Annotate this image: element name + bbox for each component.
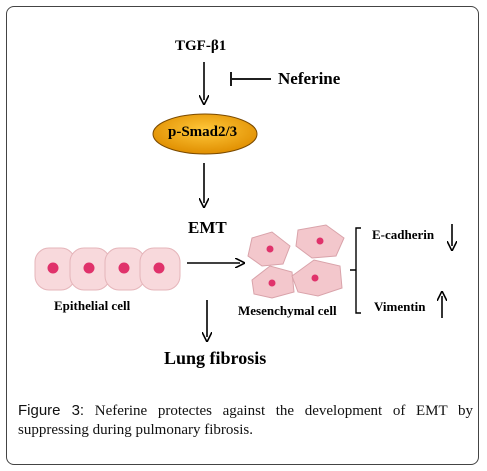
emt-label: EMT <box>188 218 227 237</box>
mesenchymal-nuclei <box>266 237 324 287</box>
figure-number: Figure 3: <box>18 402 85 419</box>
neferine-label: Neferine <box>278 69 341 88</box>
tgf-beta1-label: TGF-β1 <box>175 38 227 54</box>
epithelial-cells <box>34 247 181 291</box>
figure-caption: Figure 3: Neferine protectes against the… <box>18 401 473 440</box>
vimentin-label: Vimentin <box>374 299 426 314</box>
smad-label: p-Smad2/3 <box>168 124 238 140</box>
epithelial-cell-label: Epithelial cell <box>54 298 131 313</box>
marker-bracket <box>350 227 361 314</box>
lung-fibrosis-label: Lung fibrosis <box>164 348 267 368</box>
mesenchymal-cells <box>247 224 345 299</box>
mesenchymal-cell-label: Mesenchymal cell <box>238 303 337 318</box>
ecadherin-label: E-cadherin <box>372 227 435 242</box>
smad-ellipse <box>152 113 258 155</box>
caption-text: Neferine protectes against the developme… <box>18 403 473 438</box>
figure-frame <box>6 6 479 465</box>
